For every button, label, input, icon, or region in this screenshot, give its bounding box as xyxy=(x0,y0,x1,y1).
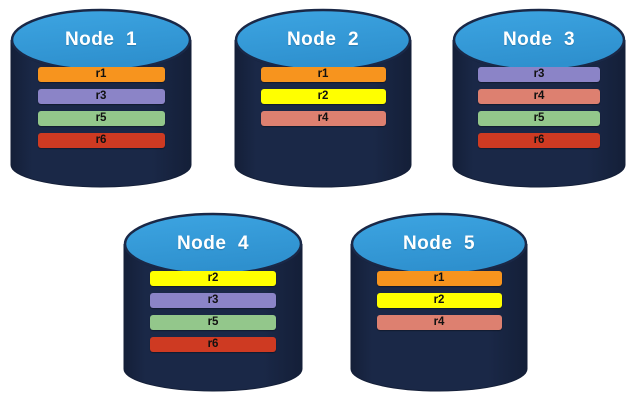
replica-bar[interactable]: r5 xyxy=(37,111,165,126)
replica-bar[interactable]: r4 xyxy=(376,315,502,330)
replica-bar[interactable]: r1 xyxy=(260,67,386,82)
cylinder-top-disc xyxy=(10,8,192,72)
replica-bar[interactable]: r2 xyxy=(376,293,502,308)
replica-bar[interactable]: r4 xyxy=(478,89,600,104)
replica-list: r1 r2 r4 xyxy=(350,271,528,330)
replica-list: r1 r3 r5 r6 xyxy=(10,67,192,148)
replica-bar[interactable]: r4 xyxy=(260,111,386,126)
replica-bar[interactable]: r5 xyxy=(478,111,600,126)
replica-list: r3 r4 r5 r6 xyxy=(452,67,626,148)
replica-bar[interactable]: r5 xyxy=(150,315,276,330)
replica-list: r1 r2 r4 xyxy=(234,67,412,126)
replica-bar[interactable]: r6 xyxy=(37,133,165,148)
cylinder-top-disc xyxy=(123,212,303,276)
replica-bar[interactable]: r3 xyxy=(150,293,276,308)
cylinder-top-disc xyxy=(234,8,412,72)
replica-bar[interactable]: r1 xyxy=(376,271,502,286)
replica-bar[interactable]: r6 xyxy=(150,337,276,352)
replica-bar[interactable]: r3 xyxy=(37,89,165,104)
replica-bar[interactable]: r6 xyxy=(478,133,600,148)
replica-list: r2 r3 r5 r6 xyxy=(123,271,303,352)
replica-bar[interactable]: r1 xyxy=(37,67,165,82)
replica-bar[interactable]: r2 xyxy=(150,271,276,286)
replica-bar[interactable]: r3 xyxy=(478,67,600,82)
replica-bar[interactable]: r2 xyxy=(260,89,386,104)
cylinder-top-disc xyxy=(350,212,528,276)
cylinder-top-disc xyxy=(452,8,626,72)
